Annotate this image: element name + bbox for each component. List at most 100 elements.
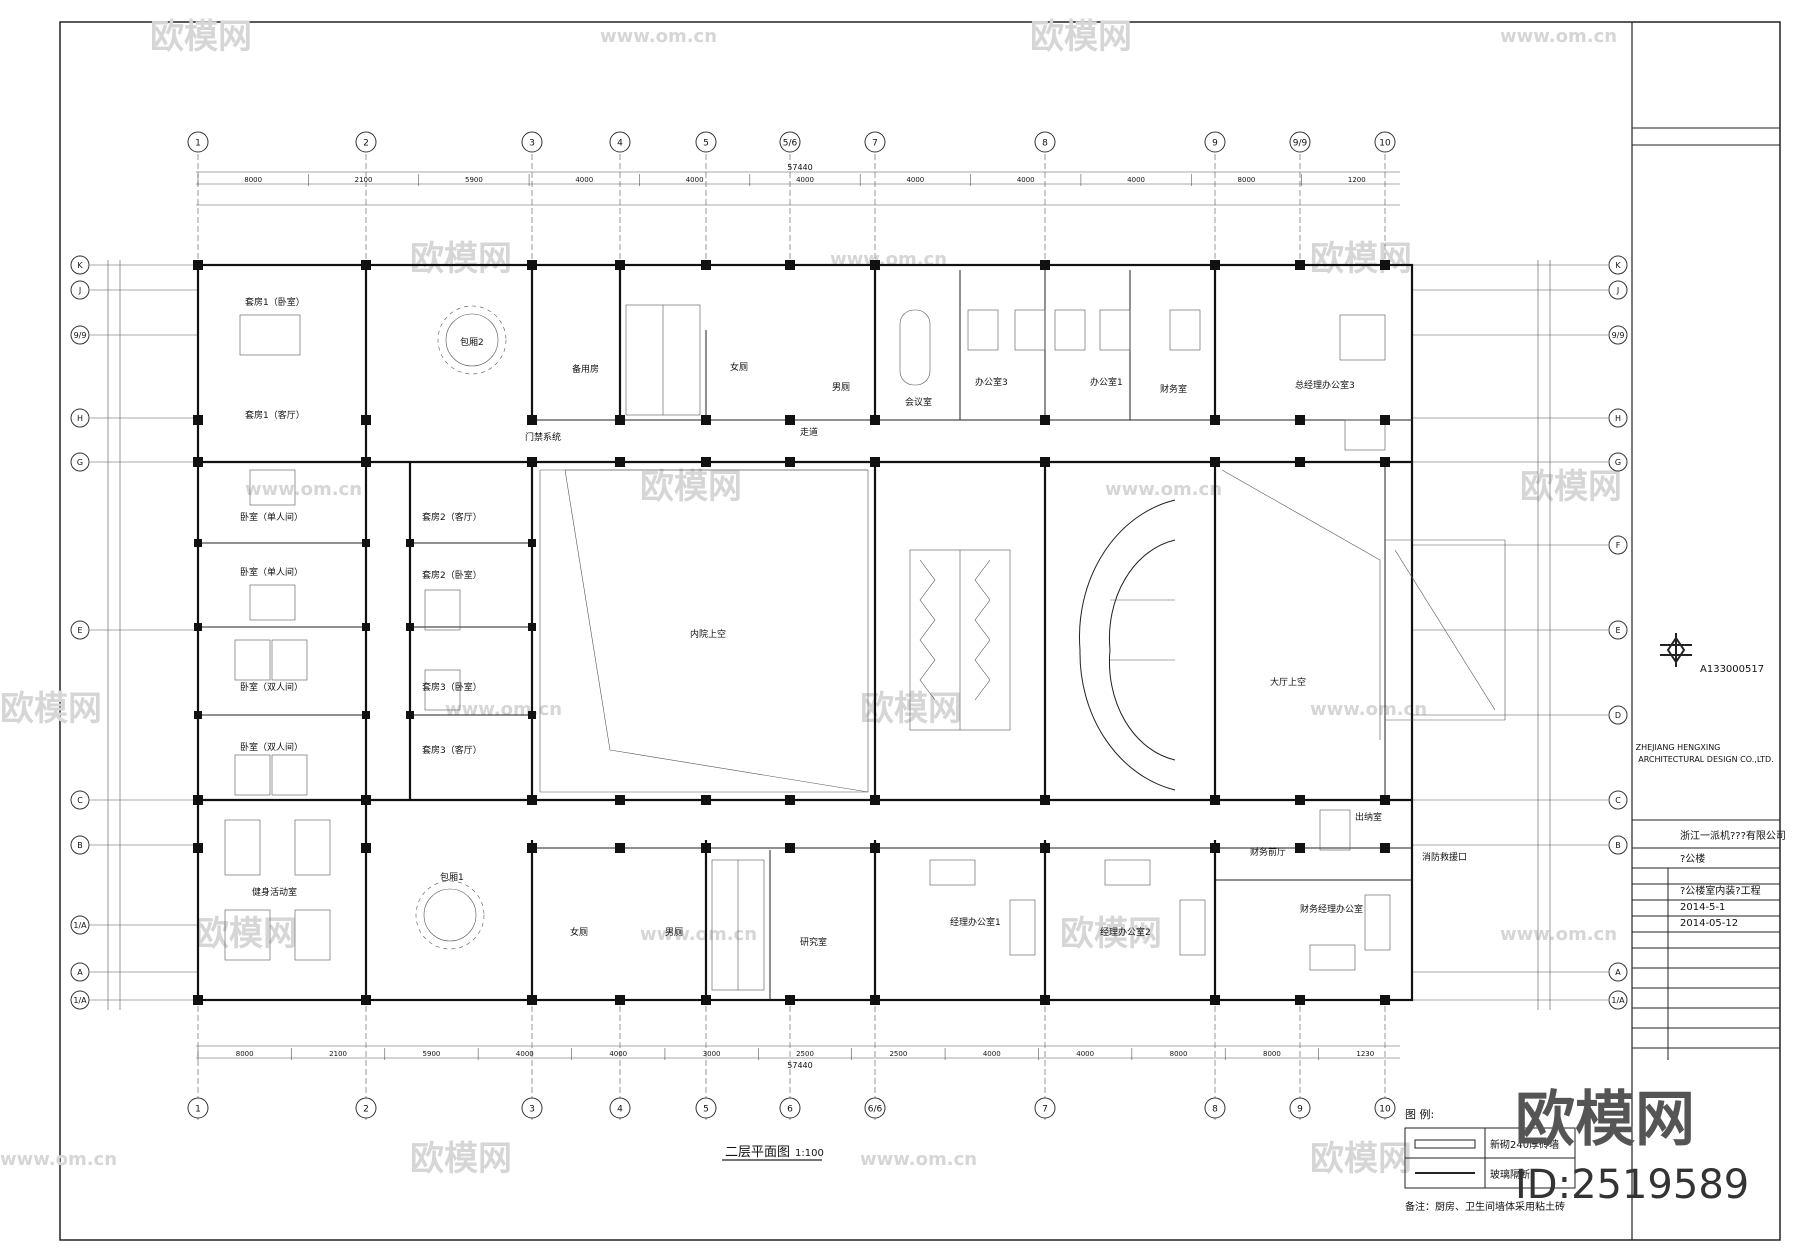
column bbox=[785, 415, 795, 425]
grid-bubble bbox=[70, 255, 90, 275]
grid-label: 9 bbox=[1297, 1105, 1303, 1115]
watermark-layer: 欧模网 欧模网 www.om.cn www.om.cn 欧模网 欧模网 www.… bbox=[0, 17, 1622, 1179]
grid-label: C bbox=[1615, 796, 1621, 805]
label-manager-office-2: 经理办公室2 bbox=[1100, 926, 1151, 938]
label-cashier-room: 出纳室 bbox=[1355, 811, 1382, 823]
hall-void bbox=[1221, 469, 1506, 740]
column bbox=[785, 795, 795, 805]
beds bbox=[234, 314, 461, 796]
column bbox=[1380, 795, 1390, 805]
round-table bbox=[437, 305, 507, 375]
dimension-value: 5900 bbox=[423, 1050, 441, 1058]
column bbox=[1295, 415, 1305, 425]
atrium-void bbox=[539, 469, 869, 793]
column bbox=[1210, 457, 1220, 467]
dimension-value: 2500 bbox=[796, 1050, 814, 1058]
watermark-site: www.om.cn bbox=[1105, 479, 1222, 500]
column bbox=[528, 711, 536, 719]
label-suite2-bed: 套房2（卧室） bbox=[422, 569, 482, 581]
column bbox=[1040, 795, 1050, 805]
label-study-room: 研究室 bbox=[800, 936, 827, 948]
grid-label: 5/6 bbox=[783, 139, 798, 149]
label-suite2-living: 套房2（客厅） bbox=[422, 511, 482, 523]
column bbox=[615, 260, 625, 270]
dimension-value: 2100 bbox=[329, 1050, 347, 1058]
grid-label: 1/A bbox=[73, 921, 87, 930]
column bbox=[193, 457, 203, 467]
legend-brick-wall-swatch bbox=[1414, 1139, 1476, 1149]
column bbox=[193, 260, 203, 270]
column bbox=[1380, 843, 1390, 853]
dimension-value: 4000 bbox=[686, 176, 704, 184]
gym-equipment bbox=[224, 819, 331, 961]
watermark-brand: 欧模网 bbox=[0, 689, 102, 729]
column bbox=[870, 415, 880, 425]
escalator-block bbox=[909, 549, 1011, 731]
column bbox=[1040, 260, 1050, 270]
column bbox=[406, 623, 414, 631]
grid-bubble bbox=[1608, 408, 1628, 428]
column bbox=[362, 623, 370, 631]
grid-bubble bbox=[187, 131, 209, 153]
stair-bottom bbox=[711, 859, 765, 991]
watermark-site: www.om.cn bbox=[860, 1149, 977, 1170]
grid-bubble bbox=[1289, 131, 1311, 153]
dimension-value: 5900 bbox=[465, 176, 483, 184]
label-finance-front: 财务前厅 bbox=[1250, 846, 1286, 858]
company-logo bbox=[1660, 633, 1692, 667]
label-bedroom-double-2: 卧室（双人间） bbox=[240, 741, 303, 753]
spiral-staircase bbox=[1079, 499, 1176, 791]
column bbox=[1380, 415, 1390, 425]
label-atrium-void: 内院上空 bbox=[690, 628, 726, 640]
column bbox=[1295, 457, 1305, 467]
column bbox=[527, 795, 537, 805]
grid-label: J bbox=[1616, 286, 1619, 295]
office-furniture-bottom bbox=[929, 809, 1391, 971]
column bbox=[1040, 415, 1050, 425]
watermark-brand: 欧模网 bbox=[410, 239, 512, 279]
room-labels: 套房1（卧室） 套房1（客厅） 包厢2 备用房 女厕 男厕 走道 门禁系统 会议… bbox=[240, 296, 1467, 948]
grid-bubble bbox=[1608, 835, 1628, 855]
column bbox=[361, 995, 371, 1005]
grid-bubble bbox=[609, 131, 631, 153]
grid-bubble bbox=[779, 1097, 801, 1119]
label-corridor: 走道 bbox=[800, 426, 818, 438]
grid-bubble bbox=[1204, 131, 1226, 153]
grid-bubble bbox=[1608, 705, 1628, 725]
label-meeting-room: 会议室 bbox=[905, 396, 932, 408]
grid-label: 4 bbox=[617, 139, 623, 149]
meeting-table bbox=[899, 309, 931, 386]
column bbox=[528, 623, 536, 631]
title-project: ?公楼 bbox=[1680, 852, 1705, 865]
label-private-room-1: 包厢1 bbox=[440, 871, 464, 883]
column bbox=[194, 623, 202, 631]
dimension-total-bottom: 57440 bbox=[787, 1061, 812, 1070]
label-office-3: 办公室3 bbox=[975, 376, 1008, 388]
building-walls bbox=[196, 263, 1414, 1002]
legend-title: 图 例: bbox=[1405, 1107, 1434, 1121]
column bbox=[528, 539, 536, 547]
column bbox=[1295, 260, 1305, 270]
column bbox=[1040, 843, 1050, 853]
grid-bubble bbox=[355, 131, 377, 153]
column bbox=[701, 843, 711, 853]
grid-bubble bbox=[521, 131, 543, 153]
dimension-value: 8000 bbox=[1263, 1050, 1281, 1058]
column bbox=[615, 795, 625, 805]
grid-label: 3 bbox=[529, 1105, 535, 1115]
column bbox=[527, 843, 537, 853]
grid-label: 3 bbox=[529, 139, 535, 149]
column bbox=[361, 415, 371, 425]
grid-label: 1 bbox=[195, 139, 201, 149]
title-date-1: 2014-5-1 bbox=[1680, 902, 1725, 913]
watermark-brand-large: 欧模网 bbox=[1515, 1085, 1695, 1155]
grid-bubble bbox=[779, 131, 801, 153]
grid-bubble bbox=[1374, 131, 1396, 153]
column bbox=[527, 415, 537, 425]
dimension-value: 1200 bbox=[1348, 176, 1366, 184]
dimension-value: 4000 bbox=[983, 1050, 1001, 1058]
watermark-site: www.om.cn bbox=[600, 26, 717, 47]
grid-bubble bbox=[1034, 131, 1056, 153]
